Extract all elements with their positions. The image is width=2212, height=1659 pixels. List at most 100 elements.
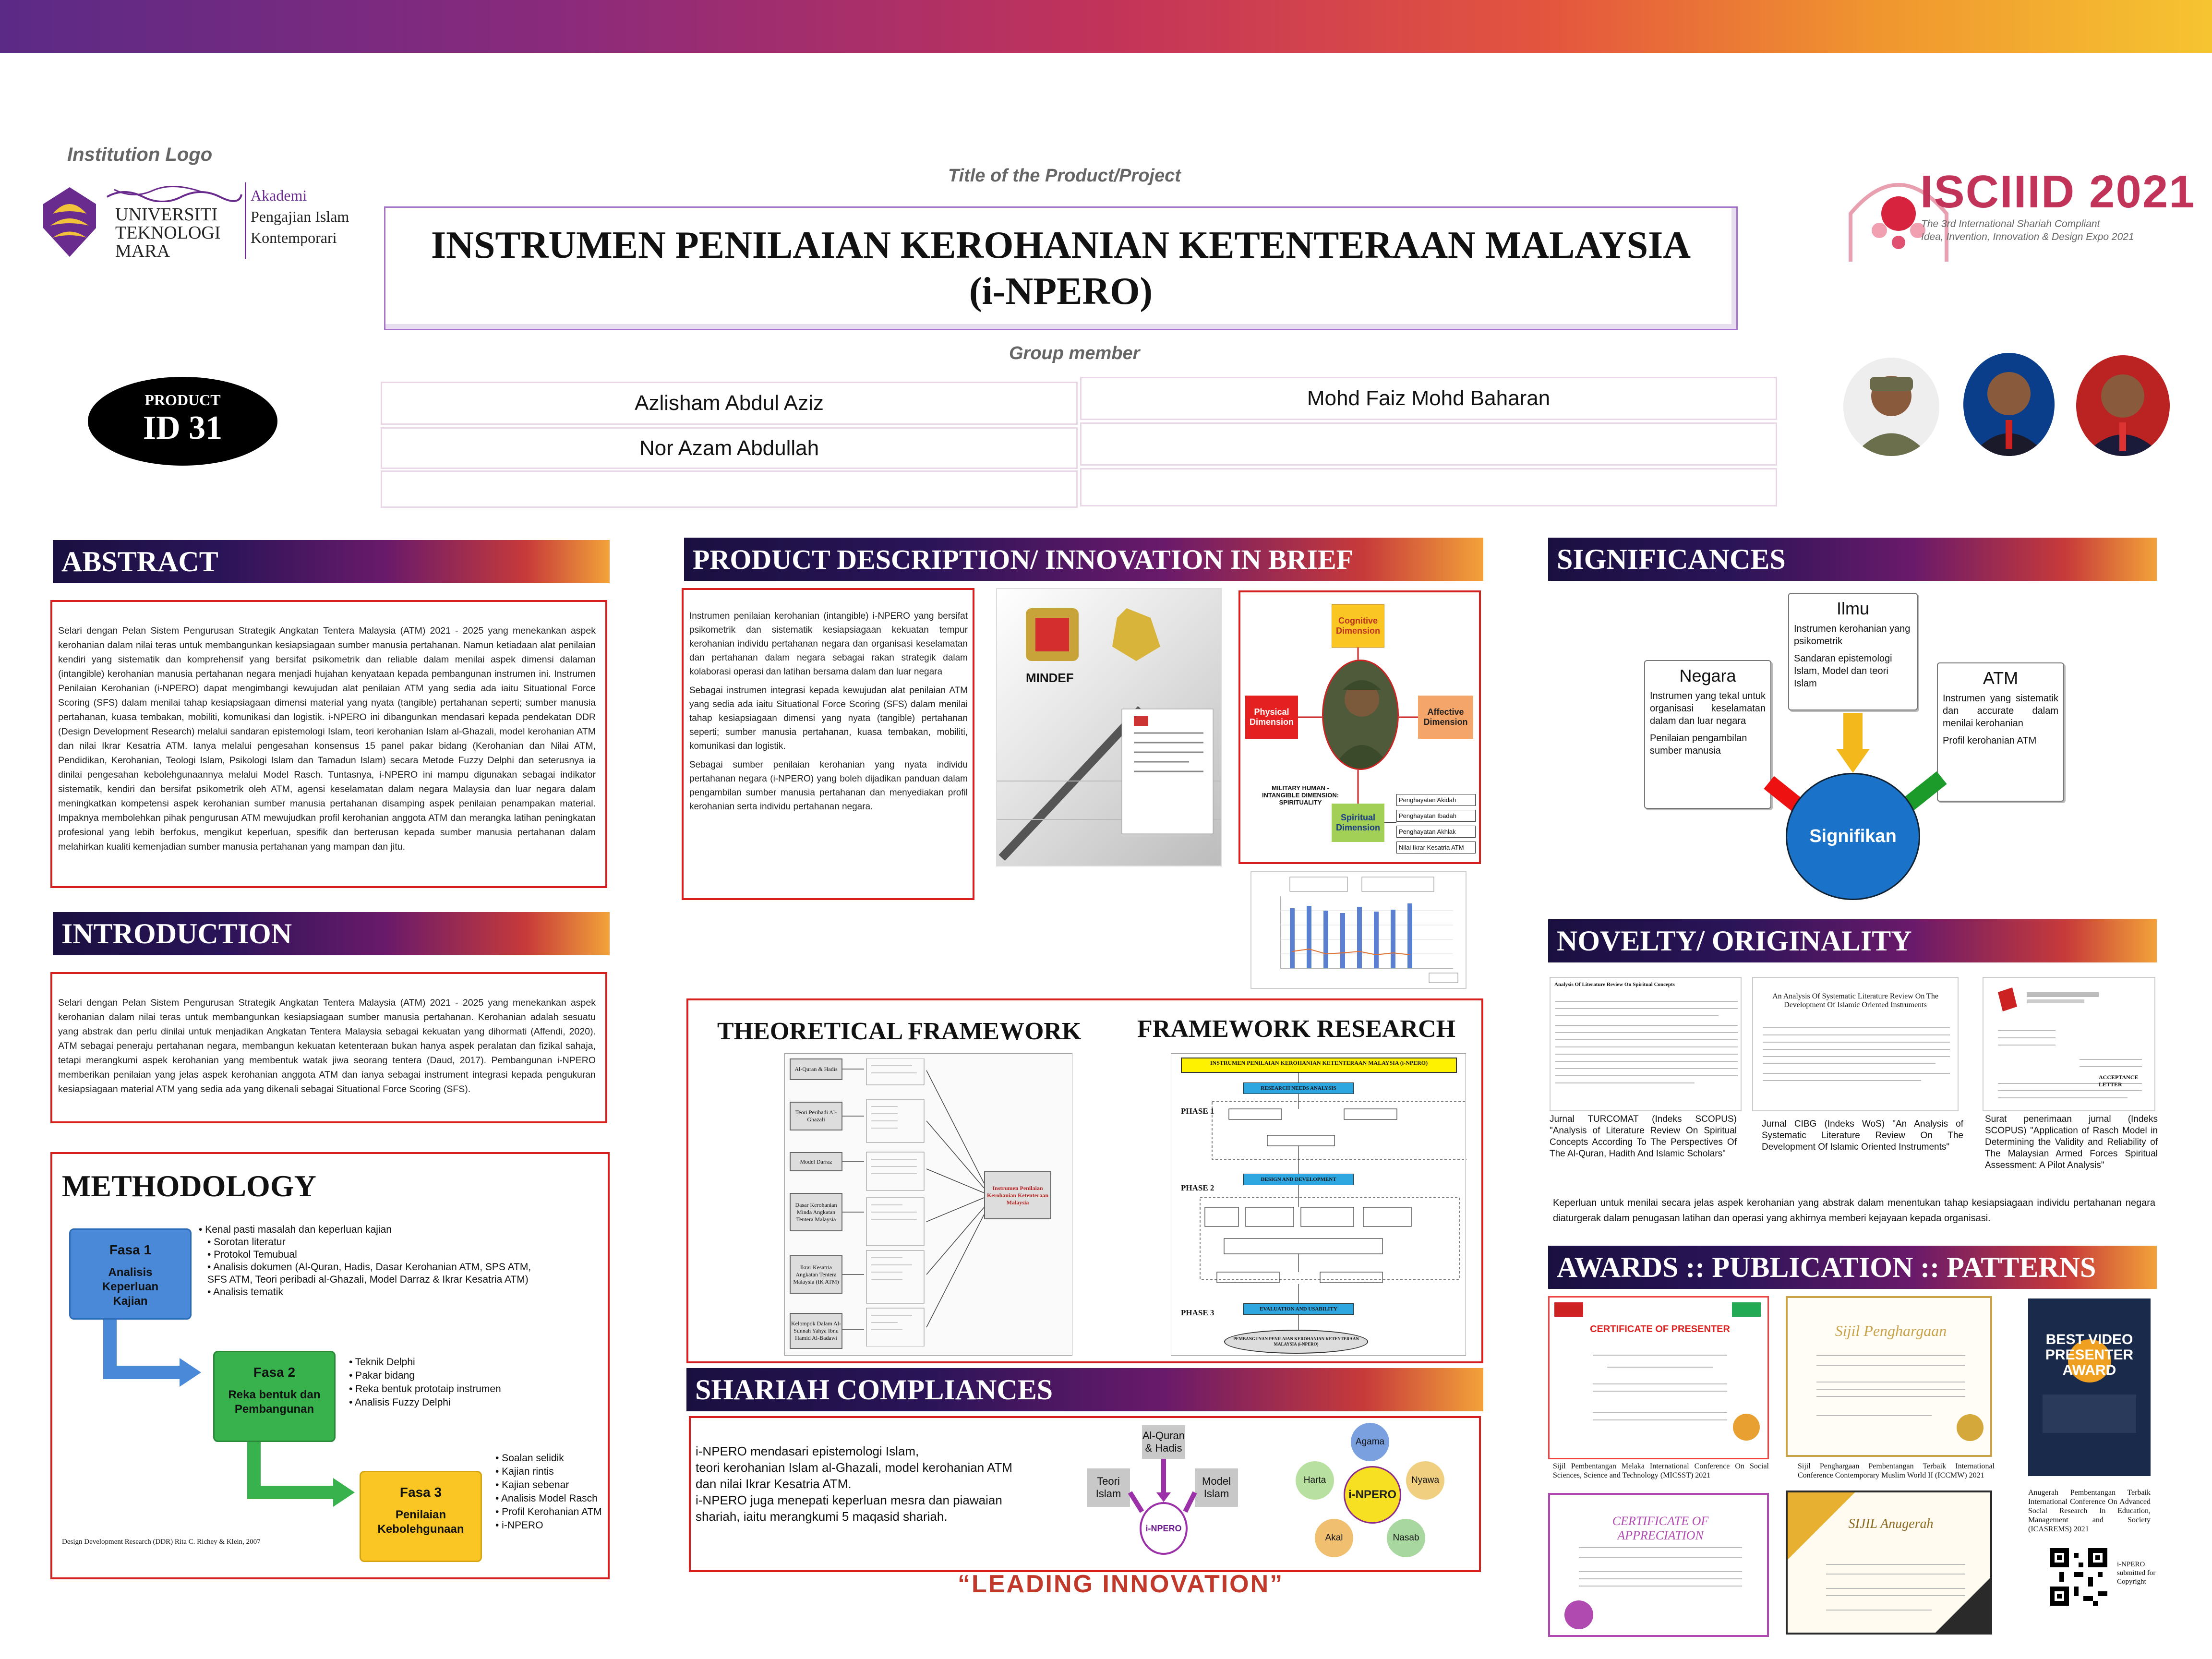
shariah-line: shariah, iaitu merangkumi 5 maqasid shar…	[696, 1509, 948, 1524]
product-id-label: PRODUCT	[144, 391, 221, 409]
affective-dimension: Affective Dimension	[1418, 696, 1473, 739]
award-cert-3: BEST VIDEO PRESENTER AWARD	[2028, 1298, 2151, 1476]
sig-ilmu-item: Instrumen kerohanian yang psikometrik	[1794, 624, 1911, 647]
uni-name-3: MARA	[115, 241, 170, 261]
award-caption-3: Anugerah Pembentangan Terbaik Internatio…	[2028, 1489, 2151, 1533]
academy-name: Akademi Pengajian Islam Kontemporari	[251, 185, 349, 248]
institution-logo-label: Institution Logo	[67, 144, 213, 165]
phase-2-sub: Reka bentuk dan Pembangunan	[228, 1388, 321, 1416]
rd-final: PEMBANGUNAN PENILAIAN KEROHANIAN KETENTE…	[1224, 1330, 1368, 1354]
sig-negara-item: Penilaian pengambilan sumber manusia	[1650, 733, 1747, 756]
academy-2: Pengajian Islam	[251, 208, 349, 225]
event-dome-icon	[1841, 151, 1956, 271]
logo-divider	[245, 182, 246, 259]
phase-3-item: • Kajian sebenar	[495, 1479, 569, 1491]
awards-header: AWARDS :: PUBLICATION :: PATTERNS	[1548, 1246, 2157, 1289]
theoretical-diagram: Al-Quran & Hadis Teori Peribadi Al-Ghaza…	[784, 1053, 1072, 1356]
novelty-caption-1: Jurnal TURCOMAT (Indeks SCOPUS) "Analysi…	[1550, 1114, 1737, 1159]
tf-mid-lists	[864, 1058, 926, 1347]
maqasid-nyawa: Nyawa	[1406, 1461, 1444, 1500]
tf-box: Al-Quran & Hadis	[790, 1058, 842, 1080]
significances-diagram: Ilmu Instrumen kerohanian yang psikometr…	[1548, 581, 2157, 907]
rd-eval: EVALUATION AND USABILITY	[1243, 1303, 1354, 1315]
phase-arrow-1	[103, 1320, 201, 1387]
uni-name-2: TEKNOLOGI	[115, 223, 221, 243]
academy-3: Kontemporari	[251, 229, 337, 246]
award-caption-1: Sijil Pembentangan Melaka International …	[1553, 1462, 1769, 1479]
rd-phase-2: PHASE 2	[1181, 1183, 1214, 1192]
shariah-line: dan nilai Ikrar Kesatria ATM.	[696, 1477, 852, 1491]
spiritual-item: Penghayatan Akidah	[1396, 794, 1476, 806]
sig-atm-title: ATM	[1983, 668, 2019, 688]
phase-2-name: Fasa 2	[253, 1365, 296, 1380]
tf-box: Kelompok Dalam Al-Sunnah Yahya Ibnu Hami…	[790, 1313, 842, 1349]
phase-3-item: • Soalan selidik	[495, 1453, 564, 1464]
page-title: INSTRUMEN PENILAIAN KEROHANIAN KETENTERA…	[431, 222, 1691, 314]
military-human-label: MILITARY HUMAN - INTANGIBLE DIMENSION: S…	[1262, 784, 1339, 806]
shariah-line: teori kerohanian Islam al-Ghazali, model…	[696, 1460, 1012, 1475]
tf-box: Ikrar Kesatria Angkatan Tentera Malaysia…	[790, 1255, 842, 1294]
novelty-caption-2: Jurnal CIBG (Indeks WoS) "An Analysis of…	[1762, 1119, 1963, 1152]
event-logo-text: ISCIIID 2021	[1920, 166, 2196, 217]
maqasid-akal: Akal	[1315, 1519, 1353, 1557]
product-desc-p2: Sebagai instrumen integrasi kepada kewuj…	[689, 685, 968, 751]
sig-negara-box: Negara Instrumen yang tekal untuk organi…	[1644, 660, 1771, 809]
shariah-box: i-NPERO mendasari epistemologi Islam, te…	[689, 1416, 1481, 1572]
product-desc-p3: Sebagai sumber penilaian kerohanian yang…	[689, 760, 968, 812]
mindef-image: MINDEF	[996, 588, 1222, 866]
tf-center-box: Instrumen Penilaian Kerohanian Ketentera…	[984, 1171, 1051, 1219]
phase-3-item: • Kajian rintis	[495, 1466, 554, 1477]
sig-atm-box: ATM Instrumen yang sistematik dan accura…	[1937, 662, 2064, 802]
introduction-header: INTRODUCTION	[53, 912, 610, 955]
award-cert-title: BEST VIDEO PRESENTER AWARD	[2045, 1332, 2134, 1378]
phase-1-box: Fasa 1 Analisis Keperluan Kajian	[69, 1228, 192, 1320]
sd1-left: Teori Islam	[1087, 1468, 1130, 1507]
maqasid-nasab: Nasab	[1387, 1519, 1425, 1557]
member-empty-3	[1080, 468, 1777, 506]
novelty-header: NOVELTY/ ORIGINALITY	[1548, 919, 2157, 962]
academy-1: Akademi	[251, 187, 307, 204]
event-subtitle-2: Idea, Invention, Innovation & Design Exp…	[1921, 231, 2134, 242]
phase-1-item: • Protokol Temubual	[207, 1249, 297, 1260]
title-box: INSTRUMEN PENILAIAN KEROHANIAN KETENTERA…	[384, 206, 1738, 330]
award-caption-2: Sijil Penghargaan Pembentangan Terbaik I…	[1798, 1462, 1995, 1479]
rd-needs: RESEARCH NEEDS ANALYSIS	[1243, 1082, 1354, 1094]
product-description-box: Instrumen penilaian kerohanian (intangib…	[682, 588, 974, 900]
framework-research-title: FRAMEWORK RESEARCH	[1137, 1015, 1456, 1043]
title-label: Title of the Product/Project	[948, 166, 1181, 186]
qr-note: i-NPERO submitted for Copyright	[2117, 1561, 2156, 1586]
phase-3-list: • Soalan selidik • Kajian rintis • Kajia…	[487, 1452, 607, 1532]
sd2-center: i-NPERO	[1344, 1466, 1401, 1524]
methodology-title: METHODOLOGY	[62, 1169, 316, 1203]
spiritual-items: Penghayatan Akidah Penghayatan Ibadah Pe…	[1396, 794, 1476, 854]
mindef-label: MINDEF	[1026, 671, 1074, 685]
product-id-badge: PRODUCT ID 31	[88, 377, 277, 466]
cognitive-dimension: Cognitive Dimension	[1332, 604, 1384, 648]
member-empty-1	[381, 470, 1078, 508]
phase-3-item: • Analisis Model Rasch	[495, 1493, 598, 1504]
award-cert-title: Sijil Penghargaan	[1835, 1322, 1947, 1339]
member-2: Nor Azam Abdullah	[381, 427, 1078, 469]
member-3: Mohd Faiz Mohd Baharan	[1080, 377, 1777, 420]
award-cert-title: CERTIFICATE OF APPRECIATION	[1612, 1514, 1709, 1542]
phase-1-list: • Kenal pasti masalah dan keperluan kaji…	[199, 1224, 607, 1298]
phase-1-item: • Analisis dokumen (Al-Quran, Hadis, Das…	[207, 1262, 531, 1285]
phase-2-item: • Reka bentuk prototaip instrumen	[349, 1383, 501, 1395]
phase-2-list: • Teknik Delphi • Pakar bidang • Reka be…	[340, 1356, 580, 1409]
phase-3-sub: Penilaian Kebolehgunaan	[377, 1508, 464, 1536]
qr-code-icon[interactable]	[2050, 1548, 2107, 1606]
tf-box: Dasar Kerohanian Minda Angkatan Tentera …	[790, 1193, 842, 1231]
sd1-center: i-NPERO	[1140, 1502, 1188, 1555]
top-gradient-bar	[0, 0, 2212, 53]
novelty-thumb-3: ACCEPTANCE LETTER	[1983, 977, 2155, 1111]
abstract-box: Selari dengan Pelan Sistem Pengurusan St…	[50, 600, 607, 888]
novelty-caption-3: Surat penerimaan jurnal (Indeks SCOPUS) …	[1985, 1114, 2158, 1170]
novelty-thumb-1: Analysis Of Literature Review On Spiritu…	[1550, 977, 1742, 1111]
jawi-script-icon	[105, 185, 244, 204]
phase-arrow-2	[247, 1442, 355, 1507]
phase-2-item: • Pakar bidang	[349, 1370, 415, 1381]
product-id-value: ID 31	[143, 409, 223, 446]
award-cert-4: CERTIFICATE OF APPRECIATION	[1548, 1493, 1769, 1637]
phase-1-item: • Sorotan literatur	[207, 1237, 286, 1248]
dimensions-diagram: Cognitive Dimension Physical Dimension A…	[1238, 590, 1481, 864]
